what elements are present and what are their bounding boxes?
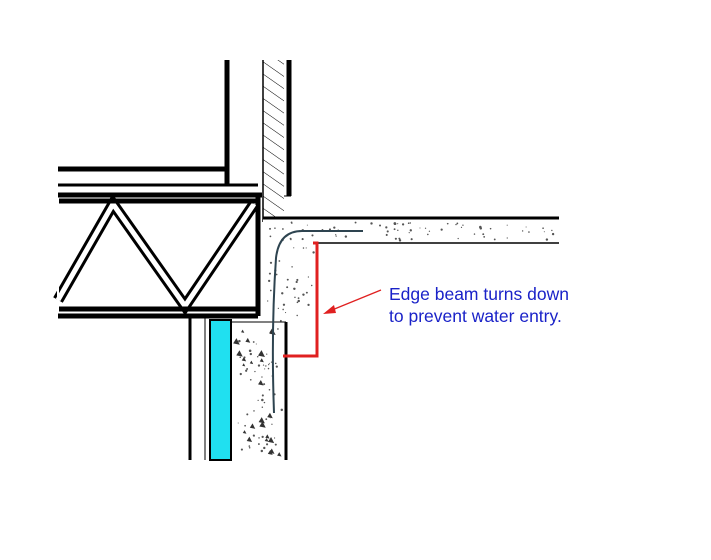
reinforcement-bar (271, 230, 363, 414)
annotation-label: Edge beam turns down to prevent water en… (389, 283, 569, 327)
upper-wall (224, 60, 292, 222)
edge-beam-flashing (283, 241, 319, 358)
annotation-line-1: Edge beam turns down (389, 284, 569, 304)
pointer-arrow (323, 289, 382, 314)
floor-truss (53, 166, 262, 319)
annotation-line-2: to prevent water entry. (389, 306, 562, 326)
foundation-wall (188, 316, 288, 460)
rigid-insulation (209, 319, 232, 461)
